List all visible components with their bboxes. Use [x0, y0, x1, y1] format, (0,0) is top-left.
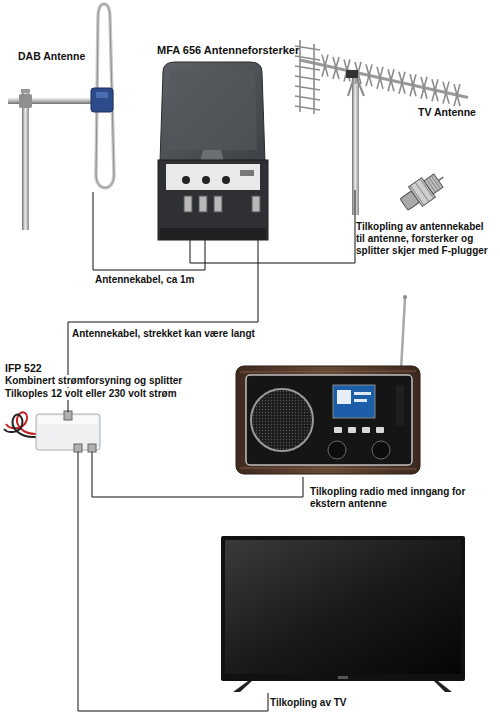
- trim-knob: [202, 176, 210, 184]
- front-panel: [166, 164, 260, 190]
- center-pin: [438, 177, 443, 180]
- mast: [22, 92, 29, 230]
- mast-clamp: [19, 94, 32, 108]
- antenna-cable: [78, 452, 268, 711]
- radio-knob: [372, 441, 390, 459]
- f-connector: [199, 196, 207, 212]
- trim-knob: [182, 176, 190, 184]
- thread-lines: [426, 176, 440, 193]
- tv-antenna: [295, 40, 468, 215]
- antenna-cable: [92, 452, 303, 497]
- f-connector: [64, 411, 72, 420]
- mast-cap: [21, 89, 30, 93]
- amplifier-base: [160, 228, 266, 240]
- splitter: [4, 411, 100, 452]
- amplifier-lid: [160, 62, 265, 162]
- node-caption: Kombinert strømforsyning og splitter: [5, 375, 182, 387]
- amplifier-body: [158, 160, 268, 240]
- display-line: [354, 392, 371, 395]
- splitter-node: IFP 522Kombinert strømforsyning og split…: [34, 412, 102, 452]
- node-caption: Tilkopling av TV: [270, 697, 347, 709]
- tv-foot: [233, 681, 252, 692]
- wood-grain: [240, 371, 416, 469]
- radio-button: [348, 427, 356, 433]
- radio-node: Tilkopling radio med inngang for ekstern…: [234, 293, 422, 477]
- display-line: [354, 399, 367, 402]
- f-connector: [88, 444, 96, 452]
- node-caption: DAB Antenne: [18, 50, 85, 62]
- tv-foot: [434, 681, 452, 692]
- node-caption: Tilkopling radio med inngang for ekstern…: [310, 486, 480, 510]
- node-caption: IFP 522: [5, 362, 42, 374]
- radio-knob: [328, 441, 346, 459]
- f-connector: [214, 196, 222, 212]
- display: [333, 385, 375, 418]
- f-connector: [74, 444, 82, 452]
- node-caption: TV Antenne: [418, 106, 476, 118]
- radio-button: [334, 427, 342, 433]
- speaker: [251, 389, 313, 451]
- panel-mark: [240, 170, 254, 176]
- tv-node: Tilkopling av TV: [218, 533, 468, 693]
- radio-button: [362, 427, 370, 433]
- power-cable-black: [4, 415, 36, 438]
- radio-case: [236, 366, 420, 474]
- dipole-box-highlight: [96, 92, 108, 98]
- antenna-cable: [190, 190, 355, 263]
- side-trim: [396, 385, 404, 425]
- tv-antenna-node: TV Antenne: [298, 38, 478, 190]
- lid-panel: [168, 70, 257, 150]
- antenna-tip: [403, 295, 407, 299]
- telescopic-antenna: [401, 298, 405, 370]
- display-icon: [337, 390, 351, 404]
- f-connector: [184, 196, 192, 212]
- amplifier: [158, 62, 268, 240]
- node-caption: Tilkoples 12 volt eller 230 volt strøm: [5, 388, 177, 400]
- f-connector: [252, 196, 260, 212]
- f-plug: [397, 167, 450, 214]
- amplifier-node: MFA 656 Antenneforsterker: [158, 44, 268, 240]
- trim-knob: [222, 176, 230, 184]
- director-elements: [322, 55, 460, 107]
- tv-logo-mark: [338, 676, 348, 679]
- dab-antenna-node: DAB Antenne: [8, 2, 120, 192]
- note-text: Tilkopling av antennekabel til antenne, …: [356, 221, 492, 257]
- dab-antenna: [8, 4, 114, 230]
- dipole-box: [91, 88, 113, 112]
- dipole-box: [346, 70, 358, 78]
- cable-label: Antennekabel, strekket kan være langt: [72, 328, 255, 340]
- node-caption: MFA 656 Antenneforsterker: [157, 44, 299, 56]
- tv-screen: [225, 540, 461, 674]
- front-panel: [246, 375, 412, 465]
- antenna-cable: [93, 192, 205, 270]
- tv-frame: [221, 536, 465, 681]
- cable-label: Antennekabel, ca 1m: [95, 274, 194, 286]
- tv: [221, 536, 465, 692]
- thread: [424, 174, 443, 194]
- radio-button: [376, 427, 384, 433]
- radio: [236, 295, 420, 474]
